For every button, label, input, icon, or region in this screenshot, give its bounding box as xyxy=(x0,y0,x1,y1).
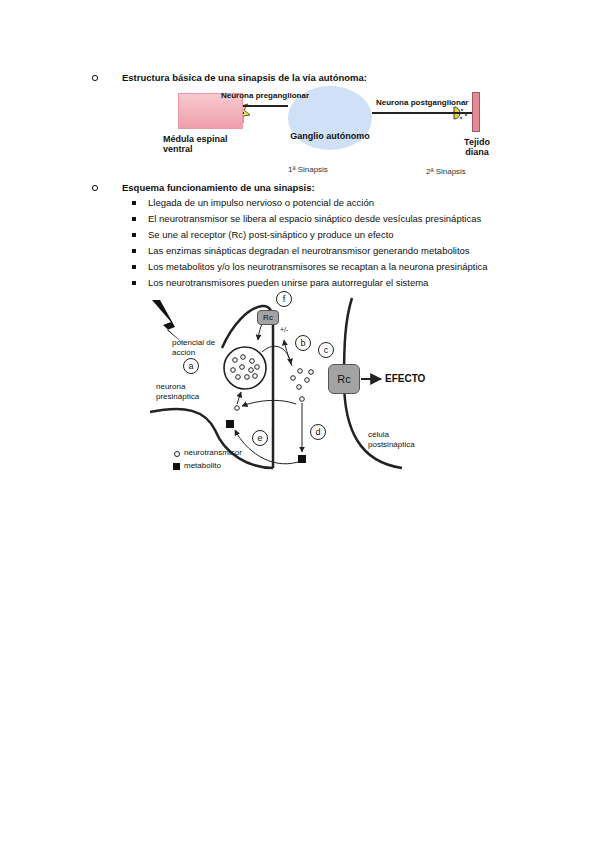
list-item: Llegada de un impulso nervioso o potenci… xyxy=(148,197,374,208)
legend-sample xyxy=(173,463,180,470)
vesicle-content xyxy=(233,358,238,363)
node-label: Rc xyxy=(263,313,273,322)
list-bullet xyxy=(132,265,136,269)
vesicle-content xyxy=(245,375,250,380)
callout-letter: e xyxy=(257,433,262,443)
section-heading: Esquema funcionamiento de una sinapsis: xyxy=(122,182,315,193)
callout-letter: b xyxy=(300,338,305,348)
section-bullet xyxy=(92,185,97,190)
list-bullet xyxy=(132,217,136,221)
node-label: Médula espinal ventral xyxy=(163,134,235,154)
callout-circle: c xyxy=(318,342,334,358)
callout-circle: e xyxy=(252,430,268,446)
figure-label: potencial de acción xyxy=(172,338,216,357)
figure-label: célula postsináptica xyxy=(368,430,426,449)
vesicle-content xyxy=(240,365,245,370)
list-bullet xyxy=(132,249,136,253)
receptor-shape: Rc xyxy=(328,364,360,394)
callout-letter: d xyxy=(315,427,320,437)
legend-sample xyxy=(175,452,180,457)
synapse-drawing xyxy=(150,298,402,470)
section-bullet xyxy=(92,75,97,80)
axon-connector xyxy=(243,105,288,107)
callout-letter: c xyxy=(324,345,329,355)
vesicle-content xyxy=(255,365,260,370)
list-bullet xyxy=(132,233,136,237)
list-item: Los metabolitos y/o los neurotransmisore… xyxy=(148,261,488,272)
synapse-label: 2ª Sinapsis xyxy=(426,167,466,177)
presynaptic-membrane xyxy=(222,306,273,468)
node-label: Ganglio autónomo xyxy=(288,131,372,141)
vesicle-content xyxy=(253,374,258,379)
list-bullet xyxy=(132,201,136,205)
list-item: Se une al receptor (Rc) post-sináptico y… xyxy=(148,229,394,240)
target-tissue-bar: Tejido diana xyxy=(472,92,480,132)
list-item: Los neurotransmisores pueden unirse para… xyxy=(148,277,428,288)
list-bullets xyxy=(132,201,136,285)
vesicle-content xyxy=(249,368,254,373)
callout-circle: b xyxy=(295,335,311,351)
figure-label: neurona presináptica xyxy=(156,382,208,401)
vesicle-content xyxy=(231,368,236,373)
callout-circle: f xyxy=(276,291,292,307)
vesicle xyxy=(224,347,266,389)
callout-letter: f xyxy=(283,294,286,304)
vesicle-content xyxy=(250,359,255,364)
list-item: El neurotransmisor se libera al espacio … xyxy=(148,213,481,224)
callout-letter: a xyxy=(188,361,193,371)
callout-circle: a xyxy=(183,358,199,374)
connector-label: Neurona postganglionar xyxy=(376,98,468,107)
synapse-label: 1ª Sinapsis xyxy=(288,165,328,175)
legend-text: metabolito xyxy=(184,461,221,470)
connector-label: Neurona preganglionar xyxy=(221,91,309,100)
vesicle-content xyxy=(236,375,241,380)
list-item: Las enzimas sinápticas degradan el neuro… xyxy=(148,245,470,256)
figure-label: +/- xyxy=(280,326,288,334)
section-heading: Estructura básica de una sinapsis de la … xyxy=(122,72,367,83)
node-label: Rc xyxy=(337,373,350,385)
callout-circle: d xyxy=(310,424,326,440)
vesicle-content xyxy=(241,355,246,360)
node-label: Tejido diana xyxy=(459,137,495,157)
list-bullet xyxy=(132,281,136,285)
receptor-shape: Rc xyxy=(257,310,279,325)
figure-label: EFECTO xyxy=(385,373,425,385)
axon-connector xyxy=(372,112,472,114)
legend-text: neurotransmisor xyxy=(184,448,242,457)
